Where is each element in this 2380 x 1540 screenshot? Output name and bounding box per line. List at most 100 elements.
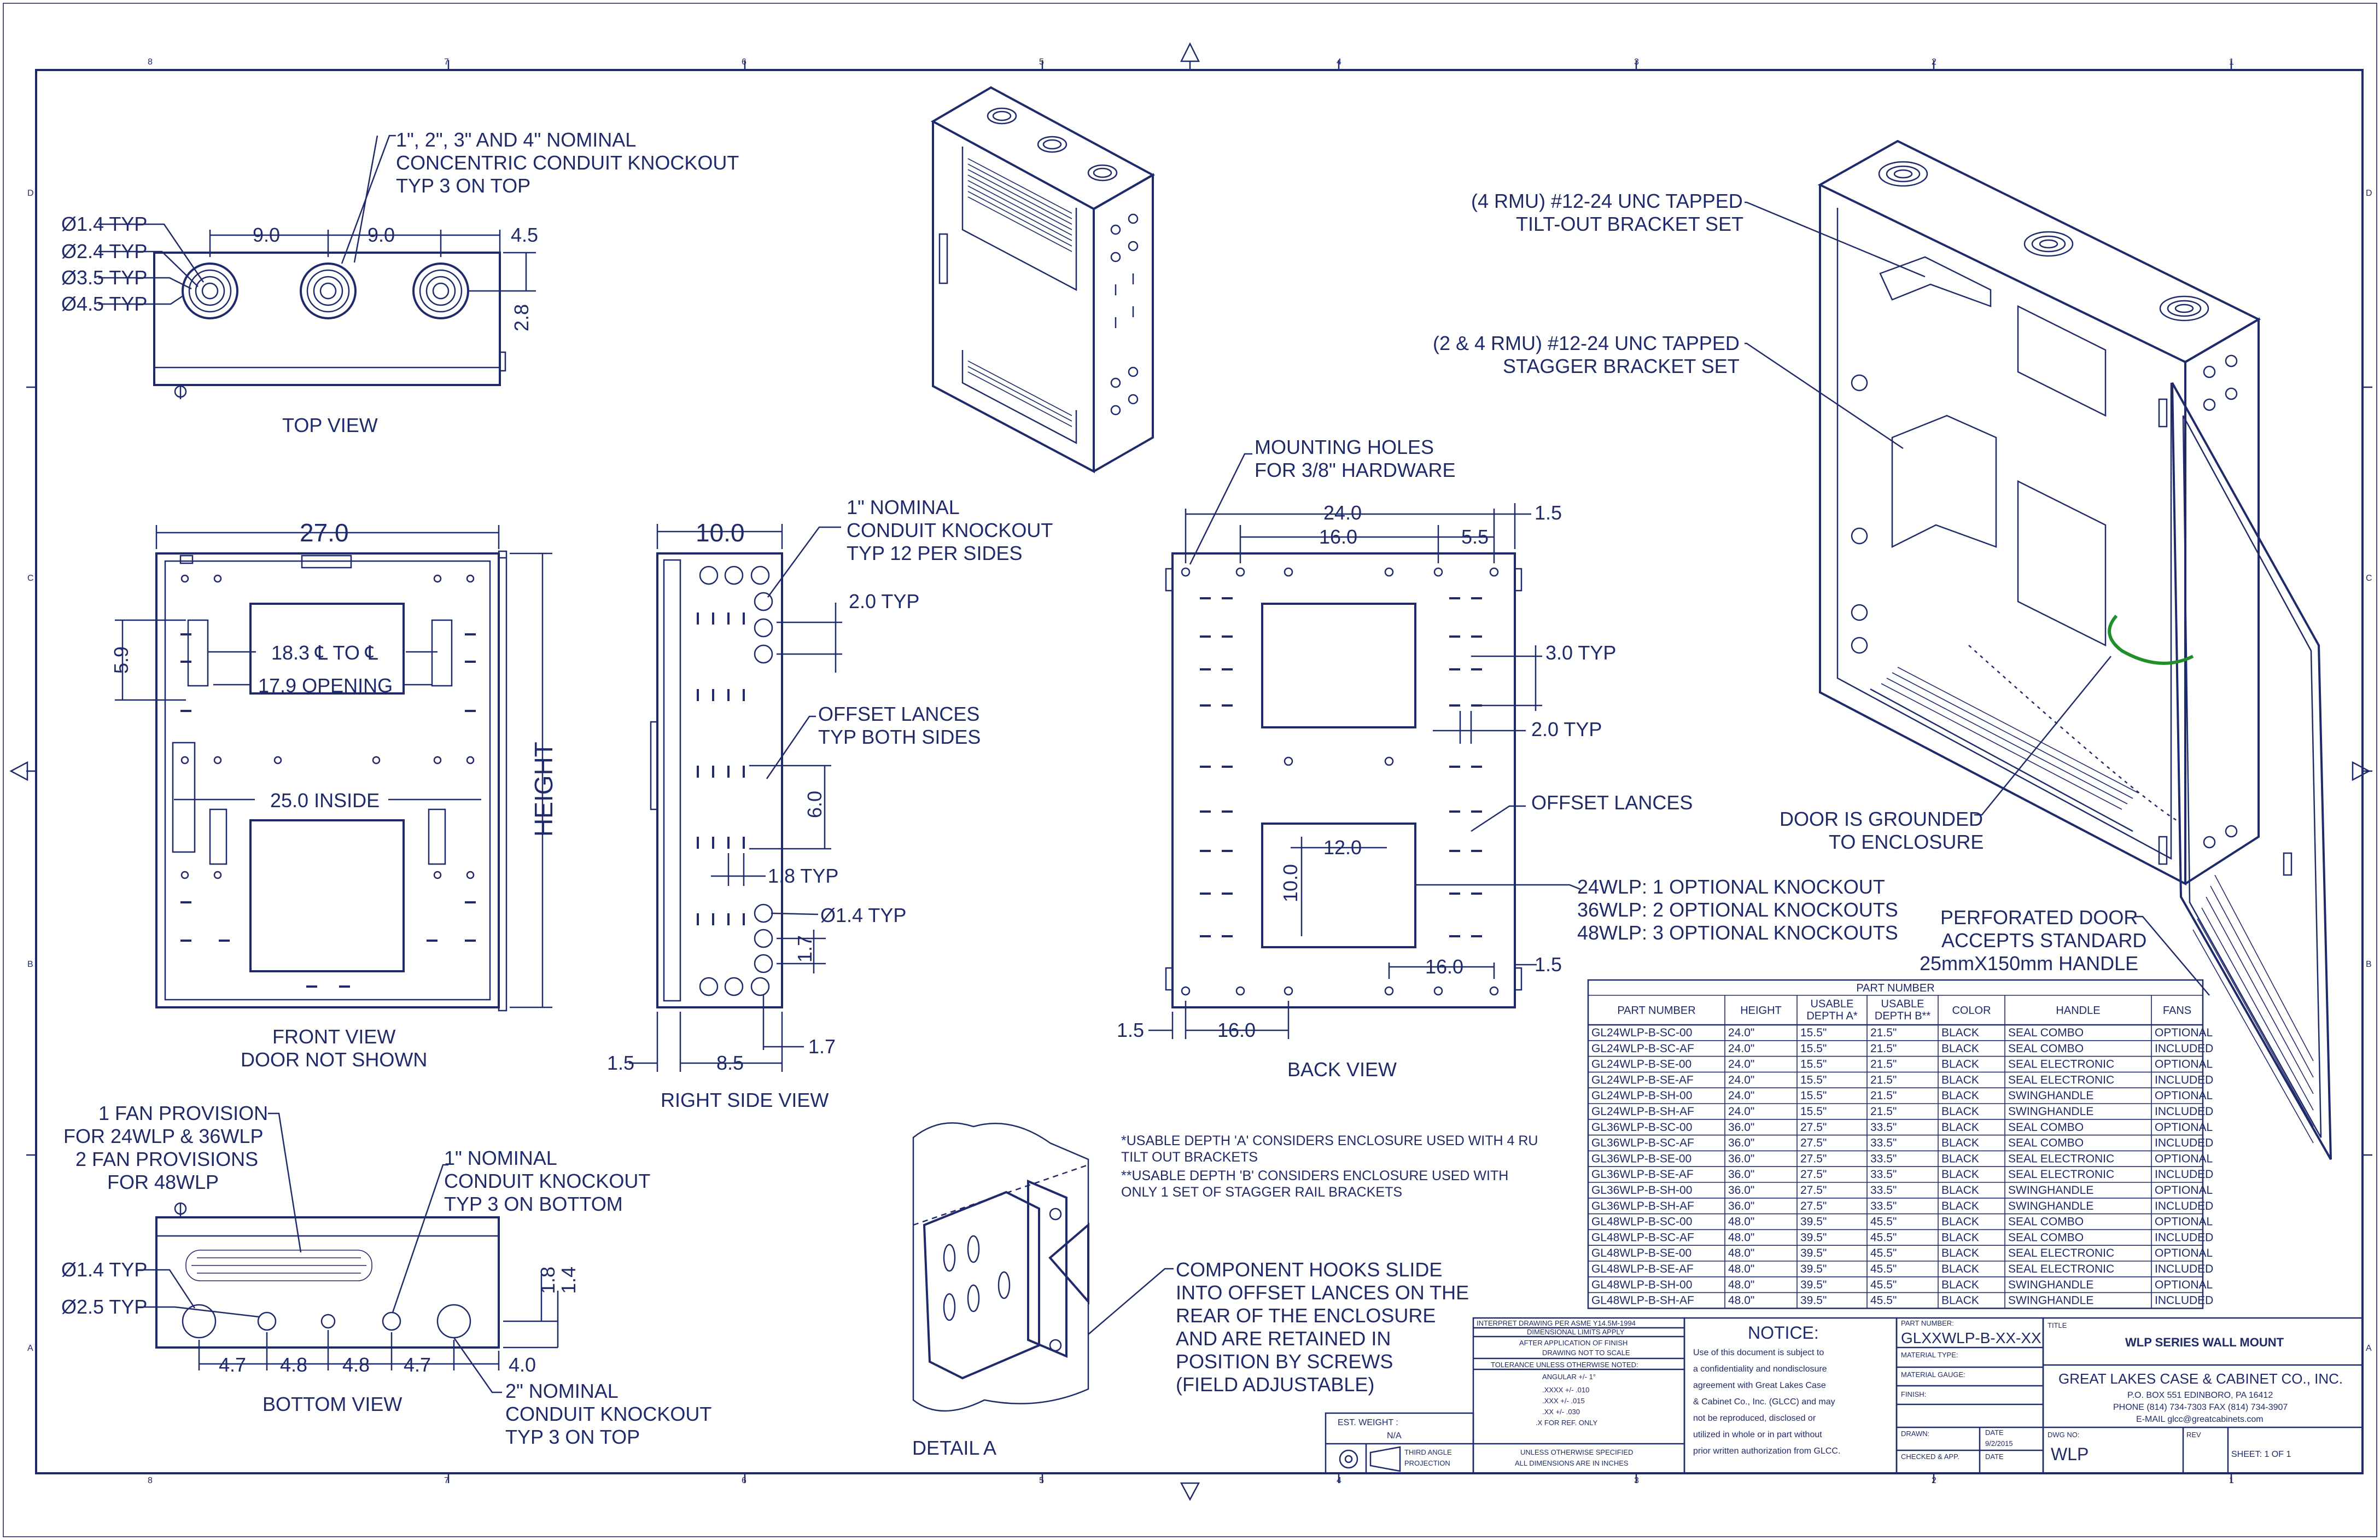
table-cell: INCLUDED (2155, 1074, 2213, 1086)
company-name: GREAT LAKES CASE & CABINET CO., INC. (2058, 1370, 2343, 1387)
table-cell: 33.5" (1870, 1121, 1897, 1134)
finish-label: FINISH: (1901, 1390, 1926, 1398)
table-cell: GL36WLP-B-SH-AF (1591, 1200, 1694, 1212)
date-value: 9/2/2015 (1985, 1439, 2013, 1448)
view-title: BOTTOM VIEW (262, 1393, 402, 1415)
table-column-header: COLOR (1952, 1005, 1991, 1017)
dwg-no-label: DWG NO: (2048, 1431, 2080, 1439)
table-cell: INCLUDED (2155, 1137, 2213, 1150)
table-cell: 27.5" (1800, 1168, 1827, 1181)
holes-note: FOR 3/8" HARDWARE (1255, 459, 1456, 481)
zone-label-bottom: 3 (1634, 1476, 1639, 1485)
table-cell: SWINGHANDLE (2008, 1105, 2093, 1118)
table-cell: 24.0" (1728, 1026, 1754, 1039)
dim-height: HEIGHT (529, 742, 558, 837)
part-number-value: GLXXWLP-B-XX-XX (1901, 1329, 2041, 1346)
table-cell: 39.5" (1800, 1263, 1827, 1275)
fan-perforation (185, 1250, 372, 1281)
zone-label-top: 5 (1039, 57, 1044, 67)
table-cell: INCLUDED (2155, 1105, 2213, 1118)
drawn-label: DRAWN: (1901, 1430, 1929, 1438)
dim-5-9: 5.9 (110, 646, 132, 674)
table-cell: GL48WLP-B-SC-00 (1591, 1216, 1692, 1228)
dia-3-5-label: Ø3.5 TYP (61, 266, 147, 289)
table-cell: OPTIONAL (2155, 1089, 2213, 1102)
table-cell: SEAL COMBO (2008, 1216, 2084, 1228)
dim-24: 24.0 (1323, 501, 1362, 524)
rev-label: REV (2186, 1431, 2201, 1439)
table-cell: SEAL COMBO (2008, 1026, 2084, 1039)
table-cell: GL36WLP-B-SE-00 (1591, 1152, 1691, 1165)
zone-label-bottom: 8 (148, 1476, 153, 1485)
table-cell: 45.5" (1870, 1216, 1897, 1228)
dim-16: 16.0 (1425, 955, 1463, 978)
table-cell: 48.0" (1728, 1216, 1754, 1228)
bracket-note: TILT-OUT BRACKET SET (1516, 213, 1743, 235)
table-cell: SEAL ELECTRONIC (2008, 1152, 2114, 1165)
table-column-header: PART NUMBER (1617, 1005, 1695, 1017)
dim-4: 4.0 (509, 1354, 536, 1376)
table-cell: 21.5" (1870, 1105, 1897, 1118)
zone-label-bottom: 4 (1337, 1476, 1341, 1485)
bottom-view: Ø1.4 TYP Ø2.5 TYP 4.7 4.8 4.8 4.7 4.0 1.… (61, 1102, 711, 1448)
dia-4-5-label: Ø4.5 TYP (61, 293, 147, 315)
table-cell: GL24WLP-B-SE-00 (1591, 1058, 1691, 1071)
notice-line: & Cabinet Co., Inc. (GLCC) and may (1693, 1397, 1835, 1407)
notice-title: NOTICE: (1748, 1323, 1819, 1343)
table-cell: BLACK (1941, 1279, 1979, 1291)
table-cell: 27.5" (1800, 1152, 1827, 1165)
zone-label-top: 4 (1337, 57, 1341, 67)
table-cell: 27.5" (1800, 1121, 1827, 1134)
table-column-header: USABLE (1881, 998, 1924, 1010)
knockout-note: 1", 2", 3" AND 4" NOMINAL (396, 129, 636, 151)
table-cell: 48.0" (1728, 1279, 1754, 1291)
bracket-note: (2 & 4 RMU) #12-24 UNC TAPPED (1433, 332, 1740, 354)
notice-line: prior written authorization from GLCC. (1693, 1446, 1840, 1456)
table-cell: OPTIONAL (2155, 1026, 2213, 1039)
est-weight-label: EST. WEIGHT : (1338, 1418, 1398, 1427)
footnotes: *USABLE DEPTH 'A' CONSIDERS ENCLOSURE US… (1121, 1133, 1538, 1200)
table-cell: 48.0" (1728, 1263, 1754, 1275)
dwg-no-value: WLP (2051, 1444, 2089, 1464)
detail-a-view: COMPONENT HOOKS SLIDE INTO OFFSET LANCES… (912, 1122, 1469, 1459)
zone-label-top: 2 (1932, 57, 1936, 67)
table-cell: GL24WLP-B-SH-00 (1591, 1089, 1692, 1102)
door-note: PERFORATED DOOR (1940, 906, 2138, 929)
table-column-header: HANDLE (2056, 1005, 2100, 1017)
table-cell: SEAL COMBO (2008, 1121, 2084, 1134)
notice-line: agreement with Great Lakes Case (1693, 1381, 1826, 1390)
view-title: DETAIL A (912, 1437, 996, 1459)
dim-16: 16.0 (1319, 526, 1357, 548)
table-cell: BLACK (1941, 1105, 1979, 1118)
units-note: ALL DIMENSIONS ARE IN INCHES (1515, 1459, 1629, 1467)
bracket-note: STAGGER BRACKET SET (1503, 355, 1740, 377)
fan-note: FOR 24WLP & 36WLP (63, 1125, 263, 1147)
table-cell: BLACK (1941, 1247, 1979, 1259)
table-cell: BLACK (1941, 1042, 1979, 1055)
table-cell: BLACK (1941, 1216, 1979, 1228)
table-cell: 15.5" (1800, 1105, 1827, 1118)
table-cell: BLACK (1941, 1058, 1979, 1071)
table-cell: 15.5" (1800, 1058, 1827, 1071)
table-cell: BLACK (1941, 1089, 1979, 1102)
material-type-label: MATERIAL TYPE: (1901, 1351, 1958, 1359)
table-cell: SWINGHANDLE (2008, 1089, 2093, 1102)
table-cell: 45.5" (1870, 1279, 1897, 1291)
table-cell: SWINGHANDLE (2008, 1184, 2093, 1197)
limits-note: AFTER APPLICATION OF FINISH (1519, 1339, 1628, 1347)
table-cell: GL24WLP-B-SC-00 (1591, 1026, 1692, 1039)
checked-label: CHECKED & APP. (1901, 1452, 1959, 1461)
door-note: 25mmX150mm HANDLE (1920, 952, 2138, 975)
table-cell: 21.5" (1870, 1026, 1897, 1039)
table-cell: SEAL ELECTRONIC (2008, 1263, 2114, 1275)
dim-1-4: 1.4 (557, 1267, 580, 1294)
